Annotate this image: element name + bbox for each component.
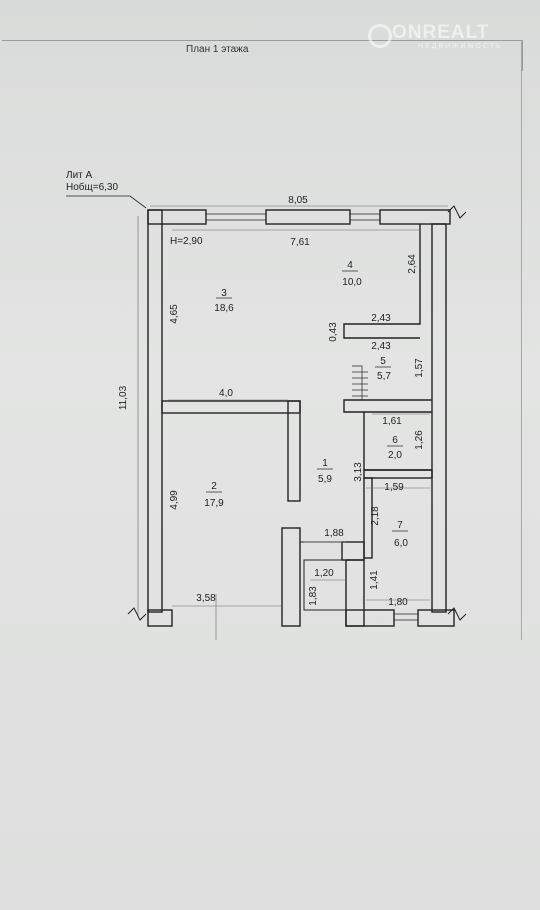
wall-left <box>147 209 163 613</box>
dim-wall-b: 2,43 <box>371 341 391 352</box>
wall-room2-right <box>287 400 301 502</box>
wall-room2-top <box>161 400 301 414</box>
dim-room3-height: 4,65 <box>169 304 180 324</box>
room-7-number: 7 <box>397 520 403 531</box>
dim-niche: 0,43 <box>328 322 339 342</box>
wall-niche <box>343 224 421 339</box>
dim-top-outer: 8,05 <box>288 195 308 206</box>
dimension-lines <box>137 205 448 640</box>
building-label: Лит А Нобщ=6,30 <box>66 170 118 194</box>
watermark-logo-icon <box>368 24 392 48</box>
wall-room7-left <box>363 477 373 559</box>
wall-top-middle <box>265 209 351 225</box>
wall-room6-bottom <box>363 469 433 479</box>
dim-room7-width: 1,59 <box>384 482 404 493</box>
label-leader <box>66 195 147 209</box>
dim-entrance-depth: 1,83 <box>308 586 319 606</box>
room-3-number: 3 <box>221 288 227 299</box>
watermark-subtext: НЕДВИЖИМОСТЬ <box>418 43 503 50</box>
dim-corridor: 1,88 <box>324 528 344 539</box>
dim-stair-height: 1,57 <box>414 358 425 378</box>
lit-label: Лит А <box>66 170 93 181</box>
dim-room7-height: 2,18 <box>370 506 381 526</box>
room-5-area: 5,7 <box>377 371 391 382</box>
dim-left-total: 11,03 <box>118 385 129 410</box>
wall-bottom-right-b <box>417 609 455 627</box>
room-1-number: 1 <box>322 458 328 469</box>
wall-bottom-right-a <box>345 609 395 627</box>
plan-title: План 1 этажа <box>186 44 249 55</box>
room-3-area: 18,6 <box>214 303 234 314</box>
dim-room2-width: 4,0 <box>219 388 233 399</box>
room-2-area: 17,9 <box>204 498 224 509</box>
dim-room7-side: 1,41 <box>369 570 380 590</box>
break-marks <box>127 205 467 621</box>
dim-entrance: 1,20 <box>314 568 334 579</box>
frame-border-right <box>521 40 522 640</box>
stairs-symbol <box>352 365 368 400</box>
wall-room2-bottom-right <box>281 527 301 627</box>
wall-bottom-left <box>147 609 173 627</box>
dim-top-inner: 7,61 <box>290 237 310 248</box>
ceiling-height: H=2,90 <box>170 236 203 247</box>
dim-bottom-left: 3,58 <box>196 593 216 604</box>
watermark-text: ONREALT <box>392 22 490 43</box>
title-frame <box>2 40 523 71</box>
dim-right-top: 2,64 <box>407 254 418 274</box>
wall-top-left <box>147 209 207 225</box>
room-2-number: 2 <box>211 481 217 492</box>
room-6-number: 6 <box>392 435 398 446</box>
room-4-number: 4 <box>347 260 353 271</box>
dimension-labels: 8,05 7,61 H=2,90 11,03 4,65 4,99 4,0 3,5… <box>118 195 425 608</box>
room-5-number: 5 <box>380 356 386 367</box>
dim-room6-height: 1,26 <box>414 430 425 450</box>
dim-room2-height: 4,99 <box>169 490 180 510</box>
wall-stair-bottom <box>343 399 432 413</box>
room-7-area: 6,0 <box>394 538 408 549</box>
dim-wall-a: 2,43 <box>371 313 391 324</box>
dim-room6-width: 1,61 <box>382 416 402 427</box>
room-4-area: 10,0 <box>342 277 362 288</box>
total-area-label: Нобщ=6,30 <box>66 182 119 193</box>
walls <box>66 195 455 627</box>
room-labels: 3 18,6 4 10,0 5 5,7 6 2,0 1 5,9 2 17,9 7… <box>204 260 408 549</box>
wall-entrance-right <box>345 559 365 627</box>
dim-room1-height: 3,13 <box>353 462 364 482</box>
dim-room7-bottom: 1,80 <box>388 597 408 608</box>
wall-entrance-top <box>341 541 365 561</box>
wall-top-right <box>379 209 451 225</box>
room-6-area: 2,0 <box>388 450 402 461</box>
room-1-area: 5,9 <box>318 474 332 485</box>
wall-right <box>431 223 447 613</box>
